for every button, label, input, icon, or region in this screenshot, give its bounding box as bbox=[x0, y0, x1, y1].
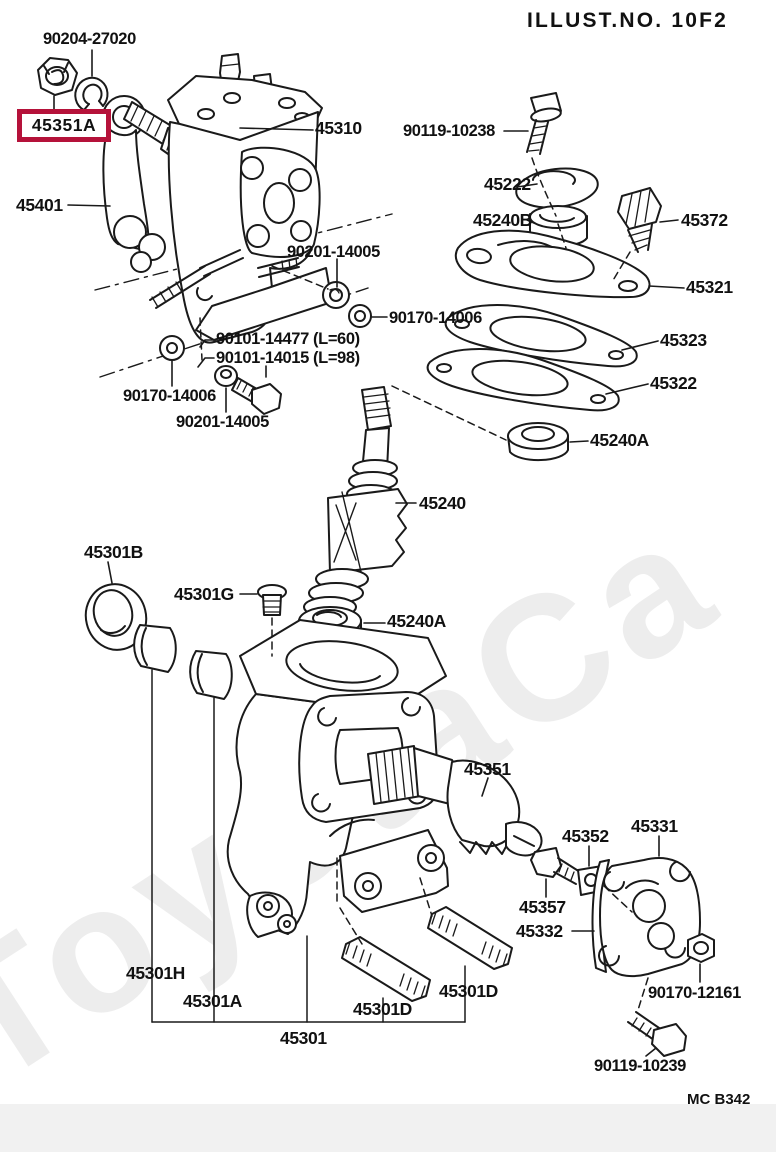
bracket-lines-45301 bbox=[151, 669, 466, 1023]
seal-45301b-drawing bbox=[84, 583, 148, 651]
part-label-45301g: 45301G bbox=[174, 584, 234, 604]
part-label-90201-14005-top: 90201-14005 bbox=[287, 243, 380, 261]
bolt-90119-10238-drawing bbox=[526, 92, 562, 155]
part-label-45357: 45357 bbox=[519, 897, 566, 917]
gearbox-45310-drawing bbox=[149, 53, 333, 344]
part-label-45240a-bottom: 45240A bbox=[387, 611, 446, 631]
worm-45240-drawing bbox=[303, 386, 408, 652]
nut-90170-right-drawing bbox=[348, 304, 372, 328]
gasket-45323-drawing bbox=[444, 304, 638, 368]
cover-45331-drawing bbox=[598, 857, 701, 978]
part-label-90204-27020: 90204-27020 bbox=[43, 30, 136, 48]
alignment-dashes bbox=[199, 157, 649, 1011]
part-label-45332: 45332 bbox=[516, 921, 563, 941]
part-label-45222: 45222 bbox=[484, 174, 531, 194]
part-label-45301d-right: 45301D bbox=[439, 981, 498, 1001]
part-label-45321: 45321 bbox=[686, 277, 733, 297]
part-label-45401: 45401 bbox=[16, 195, 63, 215]
bolt-90119-10239-drawing bbox=[627, 1011, 687, 1057]
part-label-90101-14015: 90101-14015 (L=98) bbox=[216, 349, 360, 367]
plug-45372-drawing bbox=[617, 187, 662, 253]
part-label-45331: 45331 bbox=[631, 816, 678, 836]
illust-number-label: ILLUST.NO. 10F2 bbox=[527, 9, 729, 32]
part-label-90170-14006-left: 90170-14006 bbox=[123, 387, 216, 405]
bottom-band bbox=[0, 1104, 776, 1152]
part-label-45372: 45372 bbox=[681, 210, 728, 230]
gasket-45322-drawing bbox=[426, 348, 620, 412]
part-label-45310: 45310 bbox=[315, 118, 362, 138]
nut-45351a-drawing bbox=[37, 57, 78, 96]
nut-90170-12161-drawing bbox=[687, 933, 715, 963]
part-label-45352: 45352 bbox=[562, 826, 609, 846]
bolt-90101-drawing bbox=[231, 377, 282, 415]
page-code-label: MC B342 bbox=[687, 1091, 751, 1108]
part-label-45301d-left: 45301D bbox=[353, 999, 412, 1019]
part-label-45351: 45351 bbox=[464, 759, 511, 779]
part-label-45240b: 45240B bbox=[473, 210, 532, 230]
seal-45240a-top-drawing bbox=[507, 422, 569, 462]
part-label-45322: 45322 bbox=[650, 373, 697, 393]
part-label-90170-12161: 90170-12161 bbox=[648, 984, 741, 1002]
leader-lines bbox=[53, 49, 701, 1057]
part-label-90170-14006-right: 90170-14006 bbox=[389, 309, 482, 327]
part-label-45323: 45323 bbox=[660, 330, 707, 350]
washer-90204-drawing bbox=[74, 76, 109, 111]
part-label-45301b: 45301B bbox=[84, 542, 143, 562]
highlighted-part-box: 45351A bbox=[17, 109, 111, 142]
part-label-90119-10238: 90119-10238 bbox=[403, 122, 495, 140]
bolt-45357-drawing bbox=[530, 847, 581, 885]
stud-45301d-right-drawing bbox=[427, 906, 513, 970]
part-label-45240: 45240 bbox=[419, 493, 466, 513]
cap-45222-drawing bbox=[515, 167, 599, 209]
plug-45301g-drawing bbox=[257, 584, 287, 616]
nut-90170-left-drawing bbox=[159, 335, 185, 361]
collar-90201-bottom-drawing bbox=[214, 365, 238, 387]
part-label-45301: 45301 bbox=[280, 1028, 327, 1048]
sector-shaft-45351-drawing bbox=[367, 745, 543, 857]
part-label-45240a-top: 45240A bbox=[590, 430, 649, 450]
bushing-45301a-drawing bbox=[189, 650, 233, 700]
part-label-90119-10239: 90119-10239 bbox=[594, 1057, 686, 1075]
part-label-45351a: 45351A bbox=[31, 115, 97, 135]
part-label-45301h: 45301H bbox=[126, 963, 185, 983]
part-label-90101-14477: 90101-14477 (L=60) bbox=[216, 330, 360, 348]
stud-45301d-left-drawing bbox=[341, 936, 431, 1002]
part-label-90201-14005-bottom: 90201-14005 bbox=[176, 413, 269, 431]
cover-plate-45321-drawing bbox=[454, 229, 651, 299]
part-label-45301a: 45301A bbox=[183, 991, 242, 1011]
bushing-45301h-drawing bbox=[133, 624, 177, 673]
nut-90201-top-drawing bbox=[322, 281, 350, 309]
